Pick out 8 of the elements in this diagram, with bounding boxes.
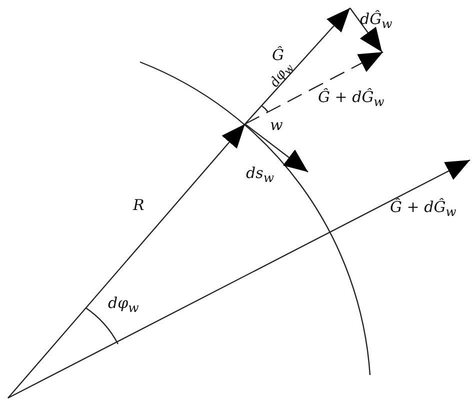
- math-label: Ĝ + dĜ$_{w}$: [318, 90, 384, 108]
- math-label: dĜ$_{w}$: [360, 12, 392, 30]
- math-label: Ĝ: [272, 48, 284, 63]
- math-label: w: [270, 118, 283, 133]
- math-label: Ĝ + dĜ$_{w}$: [390, 200, 456, 218]
- math-label: R: [133, 198, 144, 213]
- math-label: ds$_{w}$: [246, 166, 274, 184]
- math-label: dφ$_{w}$: [108, 296, 139, 314]
